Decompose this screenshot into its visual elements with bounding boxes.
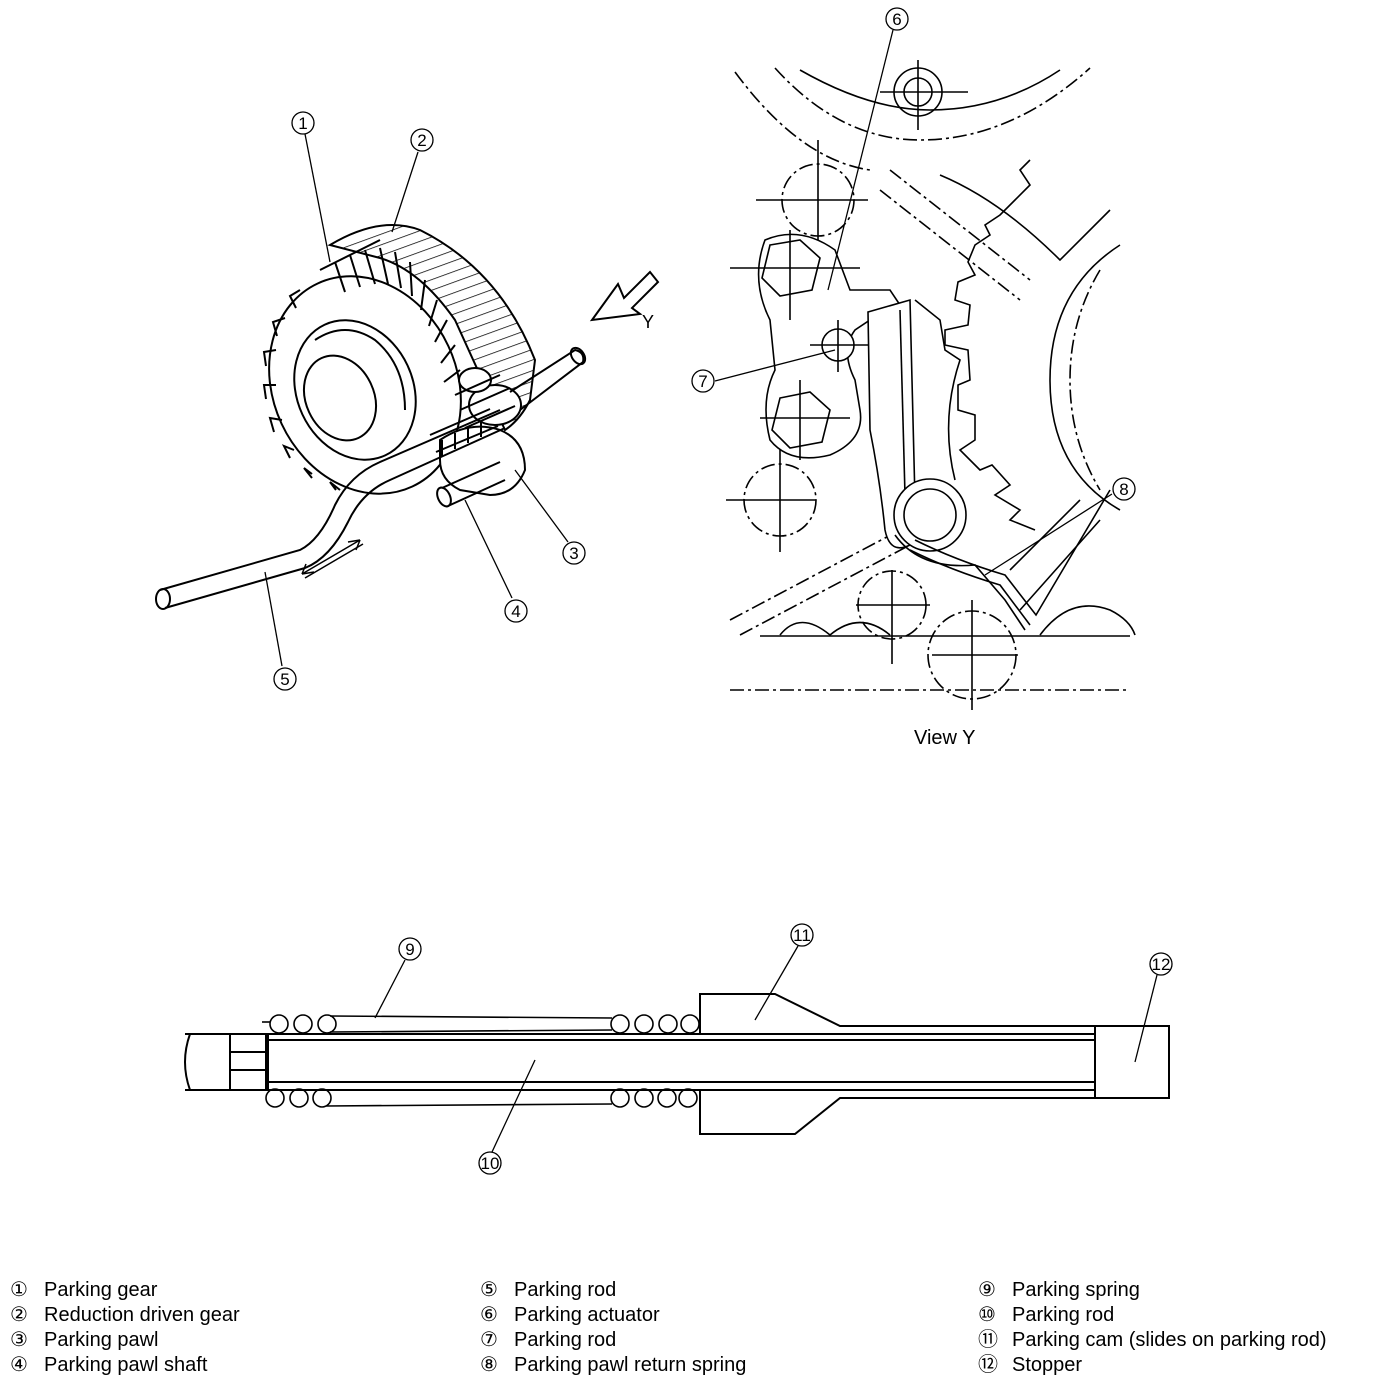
callout-10: 10 [478,1151,502,1175]
stopper [1094,1025,1170,1099]
callout-11: 11 [790,923,814,947]
svg-text:12: 12 [1152,955,1171,974]
parking-cam [699,993,1096,1135]
parking-rod-section [184,993,1170,1135]
parking-pawl-return-spring [909,489,1111,626]
callout-6: 6 [885,7,909,31]
svg-text:10: 10 [481,1154,500,1173]
svg-text:2: 2 [417,131,426,150]
callout-9: 9 [398,937,422,961]
parking-gear-teeth [262,239,461,491]
parking-spring-coils [262,1014,700,1108]
svg-text:6: 6 [892,10,901,29]
callout-1: 1 [291,111,315,135]
parking-rod-5 [159,409,506,609]
leaders-top-left [264,133,569,667]
parking-pawl-shaft [441,461,506,507]
svg-text:7: 7 [698,372,707,391]
gear-assembly: Y [155,224,660,610]
svg-text:5: 5 [280,670,289,689]
callout-3: 3 [562,541,586,565]
view-arrow-label: Y [642,312,654,332]
svg-text:11: 11 [793,926,811,945]
callout-12: 12 [1149,952,1173,976]
leaders-bottom [374,945,1158,1153]
view-y-caption: View Y [914,727,976,749]
leaders-top-right [714,29,1113,576]
svg-text:4: 4 [511,602,520,621]
view-y-arrow [589,270,660,322]
hex-bolt-lower [771,391,831,449]
parking-pawl-shaft-right [509,348,585,411]
callout-2: 2 [410,128,434,152]
svg-text:8: 8 [1119,480,1128,499]
callout-5: 5 [273,667,297,691]
rod-motion-arrow [301,539,364,579]
view-y-drawing [726,60,1136,710]
gear-hub-inner [303,354,377,442]
svg-text:9: 9 [405,940,414,959]
parking-pawl [439,367,527,497]
callout-4: 4 [504,599,528,623]
svg-text:1: 1 [298,114,307,133]
svg-text:3: 3 [569,544,578,563]
callout-8-view: 8 [1112,477,1136,501]
callout-7: 7 [691,369,715,393]
